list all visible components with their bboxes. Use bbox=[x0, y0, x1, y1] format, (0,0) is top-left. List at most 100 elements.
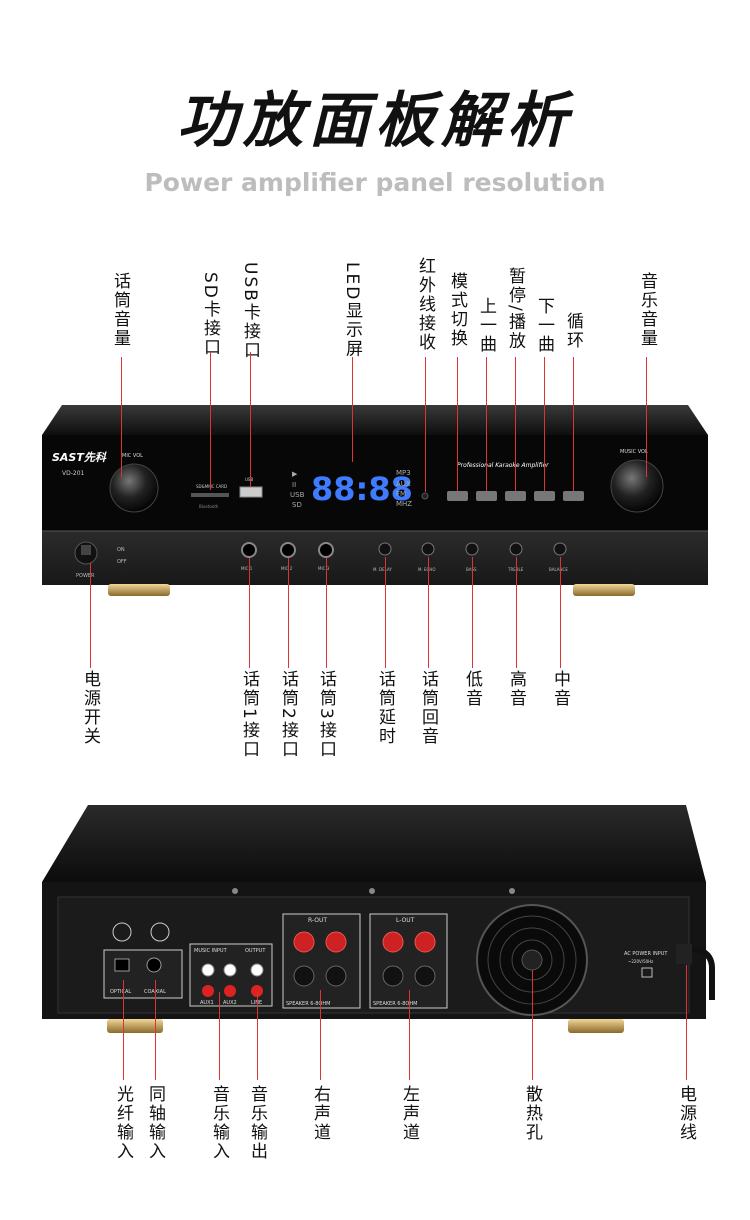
line-fan bbox=[532, 970, 533, 1080]
brand-logo: SAST先科 bbox=[52, 451, 107, 464]
callout-mic3: 话筒3接口 bbox=[316, 670, 336, 759]
left-foot bbox=[108, 584, 170, 596]
line-bass bbox=[472, 557, 473, 668]
svg-text:OUTPUT: OUTPUT bbox=[245, 948, 266, 954]
line-mic-volume bbox=[121, 357, 122, 477]
svg-text:BALANCE: BALANCE bbox=[549, 567, 568, 572]
line-play bbox=[515, 357, 516, 491]
svg-text:AC POWER INPUT: AC POWER INPUT bbox=[624, 951, 668, 957]
callout-mic1: 话筒1接口 bbox=[239, 670, 259, 759]
svg-text:MUSIC INPUT: MUSIC INPUT bbox=[194, 948, 228, 954]
svg-text:USB: USB bbox=[290, 491, 305, 499]
mic2-jack bbox=[280, 542, 296, 558]
callout-led: LED显示屏 bbox=[342, 262, 362, 359]
line-music-in bbox=[219, 992, 220, 1080]
line-right-channel bbox=[320, 990, 321, 1080]
line-delay bbox=[385, 557, 386, 668]
svg-text:LINE: LINE bbox=[251, 1000, 262, 1006]
digital-input-block bbox=[103, 949, 183, 999]
callout-right-channel: 右声道 bbox=[310, 1085, 330, 1142]
callout-bass: 低音 bbox=[462, 670, 482, 708]
back-left-foot bbox=[107, 1019, 163, 1033]
line-mode bbox=[457, 357, 458, 491]
line-music-volume bbox=[646, 357, 647, 477]
coaxial-input bbox=[146, 957, 162, 973]
mic3-jack bbox=[318, 542, 334, 558]
callout-music-output: 音乐输出 bbox=[247, 1085, 267, 1161]
right-speaker-block bbox=[282, 913, 361, 1009]
front-panel: SAST先科 VD-201 MIC VOL MUSIC VOL SD&MMC C… bbox=[42, 405, 708, 596]
callout-fan: 散热孔 bbox=[522, 1085, 542, 1142]
line-music-out bbox=[257, 992, 258, 1080]
line-coaxial bbox=[155, 980, 156, 1080]
callout-next: 下一曲 bbox=[534, 297, 554, 354]
page-title: 功放面板解析 bbox=[177, 86, 573, 156]
line-treble bbox=[516, 557, 517, 668]
mic-volume-knob bbox=[109, 463, 159, 513]
callout-mic2: 话筒2接口 bbox=[278, 670, 298, 759]
svg-text:Professional Karaoke Amplifi: Professional Karaoke Amplifier bbox=[457, 462, 549, 469]
left-speaker-block bbox=[369, 913, 448, 1009]
svg-text:L-OUT: L-OUT bbox=[396, 917, 415, 924]
back-panel: OPTICAL COAXIAL MUSIC INPUT OUTPUT AUX1 … bbox=[42, 805, 715, 1033]
power-cord bbox=[680, 947, 715, 1000]
page-subtitle: Power amplifier panel resolution bbox=[144, 168, 606, 197]
svg-text:MHZ: MHZ bbox=[396, 500, 412, 508]
callout-ir: 红外线接收 bbox=[415, 257, 435, 352]
svg-text:SD&MMC CARD: SD&MMC CARD bbox=[196, 484, 227, 489]
svg-text:MIC 3: MIC 3 bbox=[318, 566, 330, 571]
svg-text:Bluetooth: Bluetooth bbox=[199, 504, 219, 509]
line-repeat bbox=[573, 357, 574, 491]
callout-balance: 中音 bbox=[550, 670, 570, 708]
callout-music-input: 音乐输入 bbox=[209, 1085, 229, 1161]
aux2-rca bbox=[223, 963, 237, 977]
svg-text:II: II bbox=[292, 481, 296, 489]
svg-text:MP3: MP3 bbox=[396, 469, 411, 477]
line-prev bbox=[486, 357, 487, 491]
callout-usb: USB卡接口 bbox=[240, 262, 260, 360]
callout-prev: 上一曲 bbox=[476, 297, 496, 354]
line-mic1 bbox=[249, 558, 250, 668]
callout-play: 暂停/播放 bbox=[505, 267, 525, 351]
callout-treble: 高音 bbox=[506, 670, 526, 708]
right-foot bbox=[573, 584, 635, 596]
svg-text:AUX1: AUX1 bbox=[200, 1000, 214, 1006]
svg-text:~220V/50Hz: ~220V/50Hz bbox=[628, 959, 653, 964]
svg-text:MUSIC VOL: MUSIC VOL bbox=[620, 449, 648, 455]
line-usb bbox=[250, 352, 251, 487]
optical-input bbox=[114, 958, 130, 972]
svg-text:ON: ON bbox=[117, 547, 125, 553]
line-mic2 bbox=[288, 558, 289, 668]
line-power-cord bbox=[686, 965, 687, 1080]
svg-text:SPEAKER 6-8OHM: SPEAKER 6-8OHM bbox=[373, 1001, 417, 1007]
line-next bbox=[544, 357, 545, 491]
svg-text:POWER: POWER bbox=[76, 573, 95, 579]
svg-text:MIC VOL: MIC VOL bbox=[122, 453, 143, 459]
line-mic3 bbox=[326, 558, 327, 668]
svg-text:MIC 2: MIC 2 bbox=[281, 566, 293, 571]
svg-text:USB: USB bbox=[245, 477, 253, 482]
svg-text:M. DELAY: M. DELAY bbox=[373, 567, 392, 572]
model-label: VD-201 bbox=[62, 470, 85, 477]
treble-knob bbox=[509, 542, 523, 556]
line-led bbox=[352, 357, 353, 462]
callout-echo: 话筒回音 bbox=[418, 670, 438, 746]
bass-knob bbox=[465, 542, 479, 556]
callout-left-channel: 左声道 bbox=[399, 1085, 419, 1142]
svg-text:AUX: AUX bbox=[396, 480, 411, 488]
svg-text:OPTICAL: OPTICAL bbox=[110, 989, 131, 995]
callout-power: 电源开关 bbox=[80, 670, 100, 746]
sd-card-slot bbox=[191, 493, 229, 497]
line-echo bbox=[428, 557, 429, 668]
back-right-foot bbox=[568, 1019, 624, 1033]
balance-knob bbox=[553, 542, 567, 556]
music-volume-knob bbox=[610, 459, 664, 513]
svg-text:OFF: OFF bbox=[117, 559, 127, 565]
line-left-channel bbox=[409, 990, 410, 1080]
callout-mic-volume: 话筒音量 bbox=[110, 272, 130, 348]
callout-coaxial: 同轴输入 bbox=[145, 1085, 165, 1161]
callout-repeat: 循环 bbox=[563, 312, 583, 350]
delay-knob bbox=[378, 542, 392, 556]
svg-text:MIC 1: MIC 1 bbox=[241, 566, 253, 571]
svg-text:TREBLE: TREBLE bbox=[507, 567, 524, 572]
